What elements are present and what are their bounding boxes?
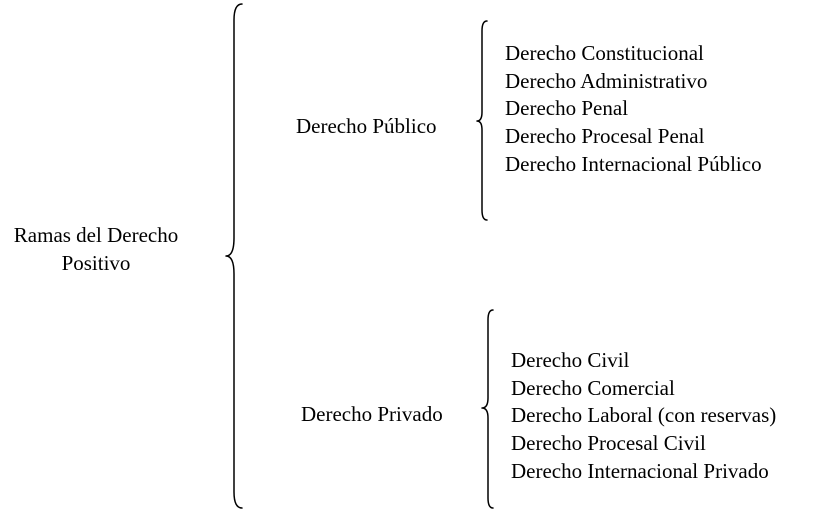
- list-item: Derecho Comercial: [511, 375, 675, 400]
- list-item: Derecho Administrativo: [505, 68, 708, 93]
- list-item: Derecho Civil: [511, 348, 630, 372]
- public-law-list: Derecho Constitucional Derecho Administr…: [505, 40, 762, 179]
- root-label: Ramas del Derecho Positivo: [0, 222, 192, 277]
- list-item: Derecho Constitucional: [505, 41, 704, 65]
- list-item: Derecho Procesal Penal: [505, 124, 705, 149]
- main-brace: [225, 3, 243, 509]
- list-item: Derecho Internacional Público: [505, 151, 762, 176]
- list-item: Derecho Laboral (con reservas): [511, 403, 777, 428]
- list-item: Derecho Procesal Civil: [511, 431, 706, 456]
- private-brace: [481, 309, 494, 509]
- list-item: Derecho Internacional Privado: [511, 458, 769, 483]
- private-law-list: Derecho Civil Derecho Comercial Derecho …: [511, 347, 776, 486]
- list-item: Derecho Penal: [505, 96, 629, 121]
- private-law-label: Derecho Privado: [301, 402, 443, 426]
- public-law-label: Derecho Público: [296, 114, 437, 138]
- root-label-line-2: Positivo: [61, 250, 131, 275]
- root-label-line-1: Ramas del Derecho: [13, 223, 179, 247]
- public-brace: [476, 20, 488, 221]
